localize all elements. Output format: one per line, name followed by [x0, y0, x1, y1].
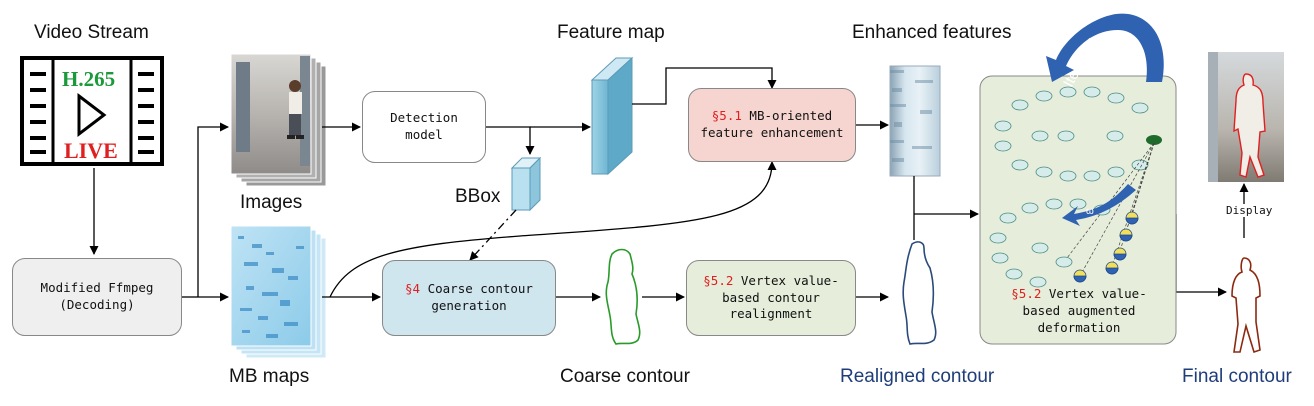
connectors — [89, 67, 1249, 302]
bbox-cube — [510, 156, 542, 212]
deformation-panel — [979, 75, 1177, 345]
enhanced-features-title: Enhanced features — [852, 22, 1012, 43]
coarse-line1: Coarse contour — [420, 281, 533, 297]
lower-vertex-ring — [989, 198, 1111, 288]
arrow-mbmaps-to-enhancement — [329, 161, 777, 298]
images-stack — [230, 53, 327, 187]
mb-enhancement-line2: feature enhancement — [700, 125, 844, 140]
arrow-bbox-to-coarse — [469, 209, 517, 261]
coarse-contour-title: Coarse contour — [560, 366, 690, 387]
omega-label: ω — [1086, 206, 1094, 217]
deform-section: §5.2 — [1011, 286, 1042, 301]
mb-maps-stack — [230, 225, 327, 359]
coarse-line2: generation — [431, 298, 507, 313]
mb-enhancement-line1: MB-oriented — [741, 108, 833, 124]
video-stream-icon — [20, 56, 164, 166]
realign-line3: realignment — [729, 306, 813, 322]
mb-enhancement-section: §5.1 — [711, 108, 742, 124]
feature-map-cube — [590, 56, 634, 176]
arrow-detection-to-bbox — [486, 126, 535, 155]
deform-line1: Vertex value- — [1041, 286, 1147, 301]
coarse-section: §4 — [405, 281, 421, 297]
omega-arrow — [1062, 184, 1136, 226]
video-stream-title: Video Stream — [34, 22, 149, 43]
deform-line3: deformation — [1037, 319, 1121, 335]
display-label: Display — [1224, 204, 1275, 217]
active-vertex — [1146, 135, 1162, 145]
codec-label: H.265 — [62, 67, 116, 91]
deform-line2: based augmented — [1022, 302, 1136, 318]
realigned-contour-shape — [902, 241, 937, 345]
iteration-arrow — [1046, 13, 1164, 82]
realign-line2: based contour — [722, 289, 820, 305]
arrow-to-images — [197, 122, 229, 297]
realign-line1: Vertex value- — [733, 272, 839, 288]
live-label: LIVE — [64, 138, 118, 163]
ffmpeg-line1: Modified Ffmpeg — [40, 280, 154, 296]
mb-maps-title: MB maps — [229, 366, 310, 387]
detection-line1: Detection — [390, 110, 458, 126]
detection-line2: model — [405, 127, 443, 142]
feature-map-title: Feature map — [557, 22, 665, 43]
enhanced-features-map — [889, 65, 941, 177]
realign-section: §5.2 — [703, 272, 734, 288]
images-title: Images — [240, 192, 303, 213]
final-contour-shape — [1231, 257, 1261, 354]
arrow-deformation-to-final — [1175, 214, 1227, 297]
final-contour-title: Final contour — [1182, 366, 1292, 387]
final-contour-image — [1208, 52, 1284, 182]
ffmpeg-box: Modified Ffmpeg(Decoding) — [12, 258, 182, 336]
realigned-contour-title: Realigned contour — [840, 366, 995, 387]
upper-vertex-ring — [994, 86, 1149, 182]
coarse-contour-shape — [605, 248, 641, 345]
arrow-featuremap-to-enhancement — [632, 67, 777, 105]
bbox-title: BBox — [455, 186, 501, 207]
ffmpeg-line2: (Decoding) — [59, 297, 135, 312]
play-icon — [77, 92, 107, 138]
